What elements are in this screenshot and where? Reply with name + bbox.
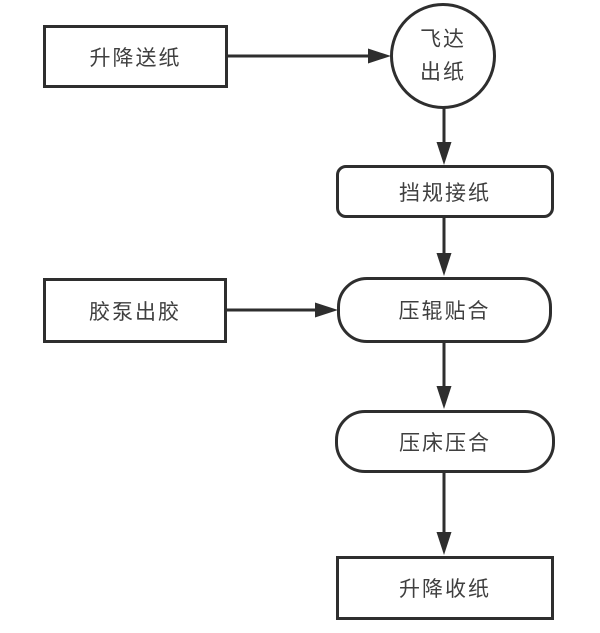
node-feeder-out: 飞达 出纸	[390, 3, 496, 109]
arrow-gauge-receive-to-roller-laminate	[436, 218, 452, 276]
node-lift-collect-label: 升降收纸	[399, 577, 491, 601]
arrow-feeder-out-to-gauge-receive	[436, 107, 452, 165]
node-lift-collect: 升降收纸	[336, 556, 554, 620]
arrow-roller-laminate-to-press-laminate	[436, 343, 452, 409]
node-press-laminate: 压床压合	[335, 410, 555, 473]
arrow-press-laminate-to-lift-collect	[436, 473, 452, 555]
node-gauge-receive: 挡规接纸	[336, 165, 554, 218]
node-glue-pump: 胶泵出胶	[43, 278, 227, 343]
node-roller-laminate: 压辊贴合	[337, 277, 552, 343]
node-gauge-receive-label: 挡规接纸	[399, 180, 491, 205]
node-press-laminate-label: 压床压合	[399, 430, 491, 455]
node-lift-feed: 升降送纸	[43, 25, 228, 88]
node-glue-pump-label: 胶泵出胶	[89, 299, 181, 324]
arrow-glue-pump-to-roller-laminate	[227, 302, 338, 318]
node-lift-feed-label: 升降送纸	[89, 45, 182, 70]
node-feeder-out-label-line2: 出纸	[420, 60, 466, 84]
node-feeder-out-label-line1: 飞达	[420, 27, 466, 51]
node-roller-laminate-label: 压辊贴合	[398, 299, 491, 323]
arrow-lift-feed-to-feeder-out	[228, 48, 391, 64]
